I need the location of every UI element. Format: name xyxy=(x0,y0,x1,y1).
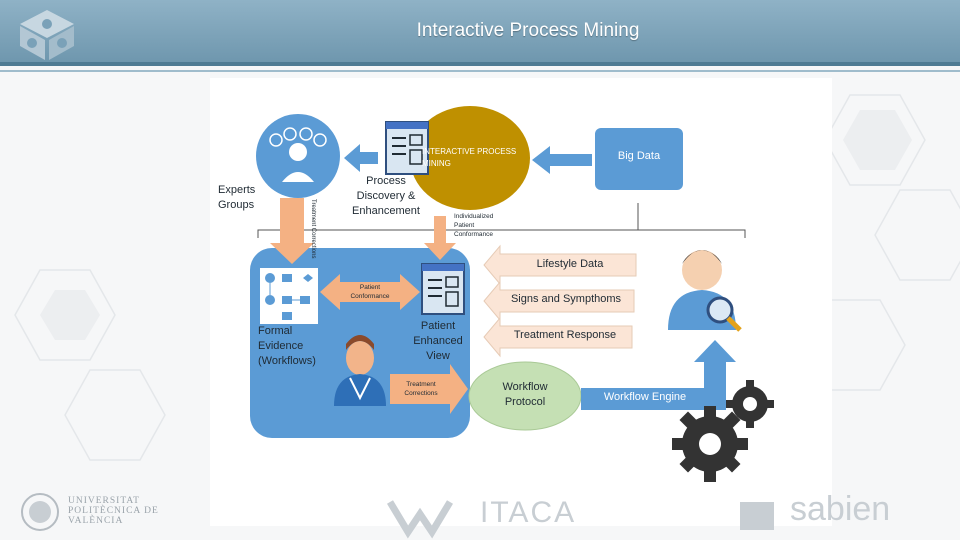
process-diagram: INTERACTIVE PROCESS MINING Big Data Proc… xyxy=(210,78,832,526)
formal-evidence-label: Formal Evidence (Workflows) xyxy=(258,325,316,367)
workflow-engine-label: Workflow Engine xyxy=(603,391,687,403)
individualized-label: Individualized Patient Conformance xyxy=(454,213,494,238)
header-divider xyxy=(0,70,960,72)
big-data-label: Big Data xyxy=(617,150,661,162)
patient-view-icon xyxy=(421,263,465,315)
process-discovery-label: Process Discovery & Enhancement xyxy=(352,175,420,217)
treatment-corrections-label: Treatment Corrections xyxy=(404,381,438,397)
page-title: Interactive Process Mining xyxy=(416,20,640,41)
user-search-icon xyxy=(668,250,742,332)
footer-logo-marks xyxy=(21,493,774,539)
arrow-workflow-engine xyxy=(581,340,736,410)
process-window-icon xyxy=(385,121,429,175)
arrow-treatment-corrections-down xyxy=(270,198,314,264)
center-circle-label: INTERACTIVE PROCESS MINING xyxy=(422,147,517,168)
signs-symptoms-label: Signs and Sympthoms xyxy=(510,293,622,305)
itaca-logo-icon xyxy=(386,500,454,539)
treatment-response-label: Treatment Response xyxy=(513,329,617,341)
arrow-lifestyle-data xyxy=(483,244,637,286)
diagram-graphics xyxy=(250,106,774,482)
arrow-treatment-corrections xyxy=(390,364,468,414)
header-bar xyxy=(0,0,960,66)
arrow-treatment-response xyxy=(483,316,633,358)
arrow-bigdata-to-mining xyxy=(532,146,592,174)
arrow-patient-conformance xyxy=(320,274,420,310)
gears-icon xyxy=(672,380,774,482)
patient-conformance-label: Patient Conformance xyxy=(350,284,390,300)
cube-logo-icon xyxy=(20,10,74,60)
arrow-signs-symptoms xyxy=(483,280,635,322)
patient-enhanced-view-label: Patient Enhanced View xyxy=(413,320,463,362)
big-data-box xyxy=(595,128,683,190)
sabien-logo-text: sabien xyxy=(790,490,891,528)
workflow-chart-icon xyxy=(260,268,318,324)
sabien-logo-icon xyxy=(740,502,774,530)
footer-logos: UNIVERSITAT POLITÈCNICA DE VALÈNCIA ITAC… xyxy=(0,490,960,540)
doctor-icon xyxy=(334,335,386,406)
arrow-individualized-down xyxy=(424,216,456,260)
itaca-logo-text: ITACA xyxy=(480,496,577,529)
treatment-corrections-vertical-label: Treatment Corrections xyxy=(310,199,316,259)
interactive-mining-circle xyxy=(410,106,530,210)
workflow-protocol-label: Workflow Protocol xyxy=(502,381,548,408)
upv-seal-icon xyxy=(21,493,59,531)
experts-groups-label: Experts Groups xyxy=(218,184,256,211)
arrow-to-experts xyxy=(344,144,378,172)
lifestyle-data-label: Lifestyle Data xyxy=(536,258,604,270)
upv-logo-text: UNIVERSITAT POLITÈCNICA DE VALÈNCIA xyxy=(68,496,159,526)
